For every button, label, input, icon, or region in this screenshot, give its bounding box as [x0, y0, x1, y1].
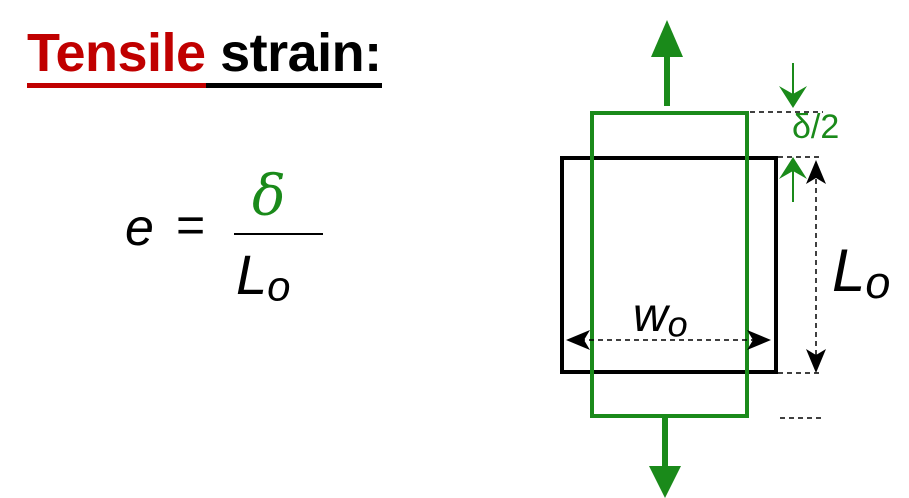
width-label-sub: o — [667, 303, 688, 345]
width-label: wo — [633, 288, 688, 345]
equation-lhs: e — [125, 199, 154, 257]
denominator-main: L — [236, 243, 268, 306]
title-highlight: Tensile — [27, 23, 206, 88]
elongation-arrows — [779, 63, 807, 202]
equation-equals: = — [176, 197, 206, 253]
load-arrow-down — [649, 418, 681, 498]
equation-denominator: Lo — [236, 242, 291, 310]
load-arrow-up — [651, 20, 683, 106]
width-arrowheads — [566, 330, 771, 350]
elongation-label: δ/2 — [792, 108, 840, 146]
length-label-main: L — [832, 237, 866, 304]
dimension-lines — [580, 111, 823, 419]
length-arrowheads — [806, 160, 826, 373]
width-label-main: w — [633, 289, 668, 342]
title-rest: strain: — [205, 23, 382, 88]
original-specimen — [560, 156, 778, 374]
fraction-bar — [234, 233, 323, 235]
stretched-specimen — [590, 111, 749, 418]
length-label: Lo — [832, 236, 890, 309]
slide-title: Tensile strain: — [27, 22, 382, 88]
equation-numerator: δ — [252, 164, 286, 229]
denominator-sub: o — [267, 262, 291, 310]
length-label-sub: o — [865, 256, 891, 308]
